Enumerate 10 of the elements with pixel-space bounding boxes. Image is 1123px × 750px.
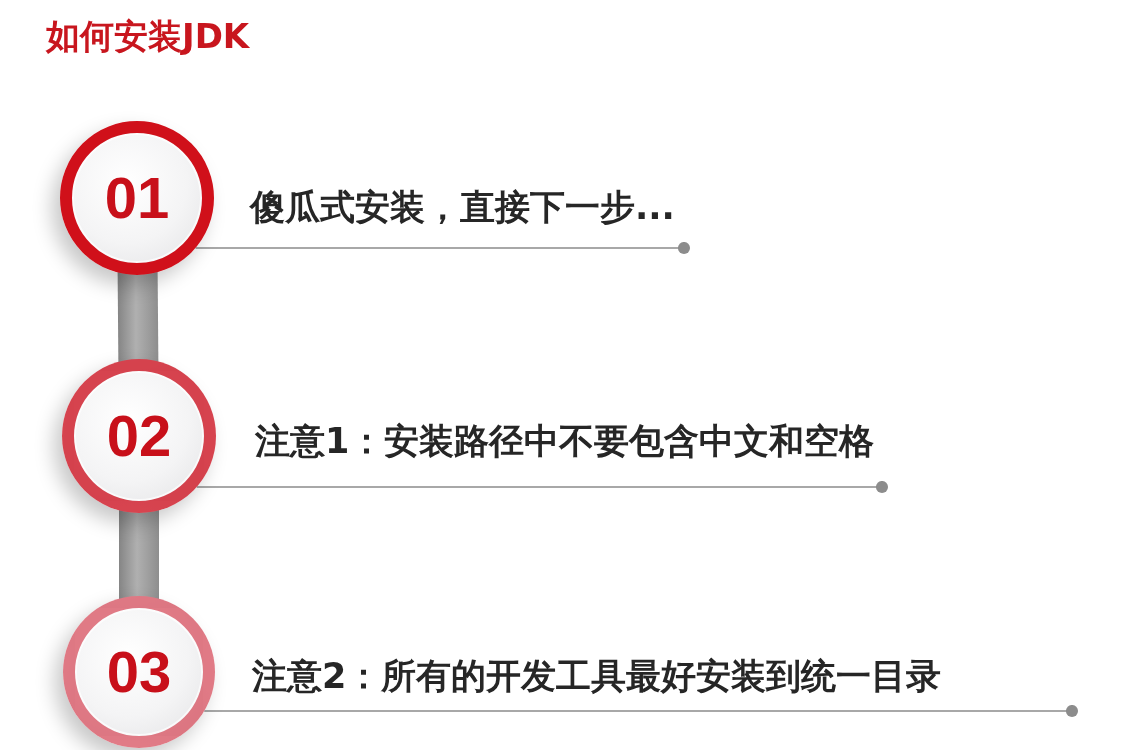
connector-line <box>203 704 1079 718</box>
step-number: 01 <box>104 169 170 227</box>
step-text: 注意1：安装路径中不要包含中文和空格 <box>255 420 875 462</box>
step-number: 03 <box>106 643 172 701</box>
step-text: 注意2：所有的开发工具最好安装到统一目录 <box>252 655 942 697</box>
connector-line <box>194 241 691 255</box>
step-text: 傻瓜式安装，直接下一步... <box>250 186 675 228</box>
step-number: 02 <box>106 407 172 465</box>
diagram-title: 如何安装JDK <box>46 16 250 57</box>
connector-line <box>195 480 889 494</box>
